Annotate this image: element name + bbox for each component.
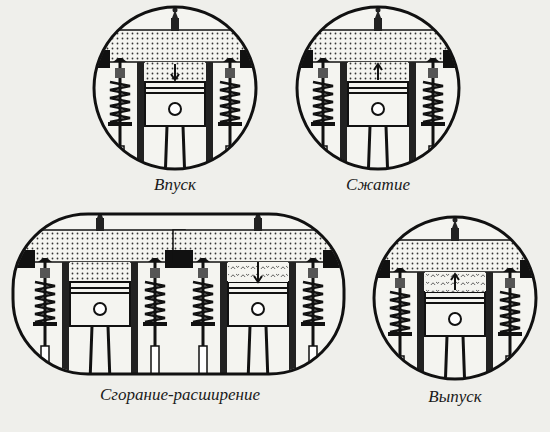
combustion-panel [14, 215, 343, 373]
compression-panel [290, 0, 463, 182]
intake-panel [90, 0, 260, 182]
panel-frame [297, 7, 459, 169]
stroke-label: Сгорание-расширение [100, 386, 260, 405]
exhaust-panel [370, 210, 540, 392]
panel-frame [94, 7, 256, 169]
stroke-label: Впуск [154, 176, 196, 195]
stroke-label: Выпуск [428, 388, 481, 407]
stroke-label: Сжатие [346, 176, 410, 195]
panel-frame [374, 217, 536, 379]
panel-frame [13, 214, 344, 374]
